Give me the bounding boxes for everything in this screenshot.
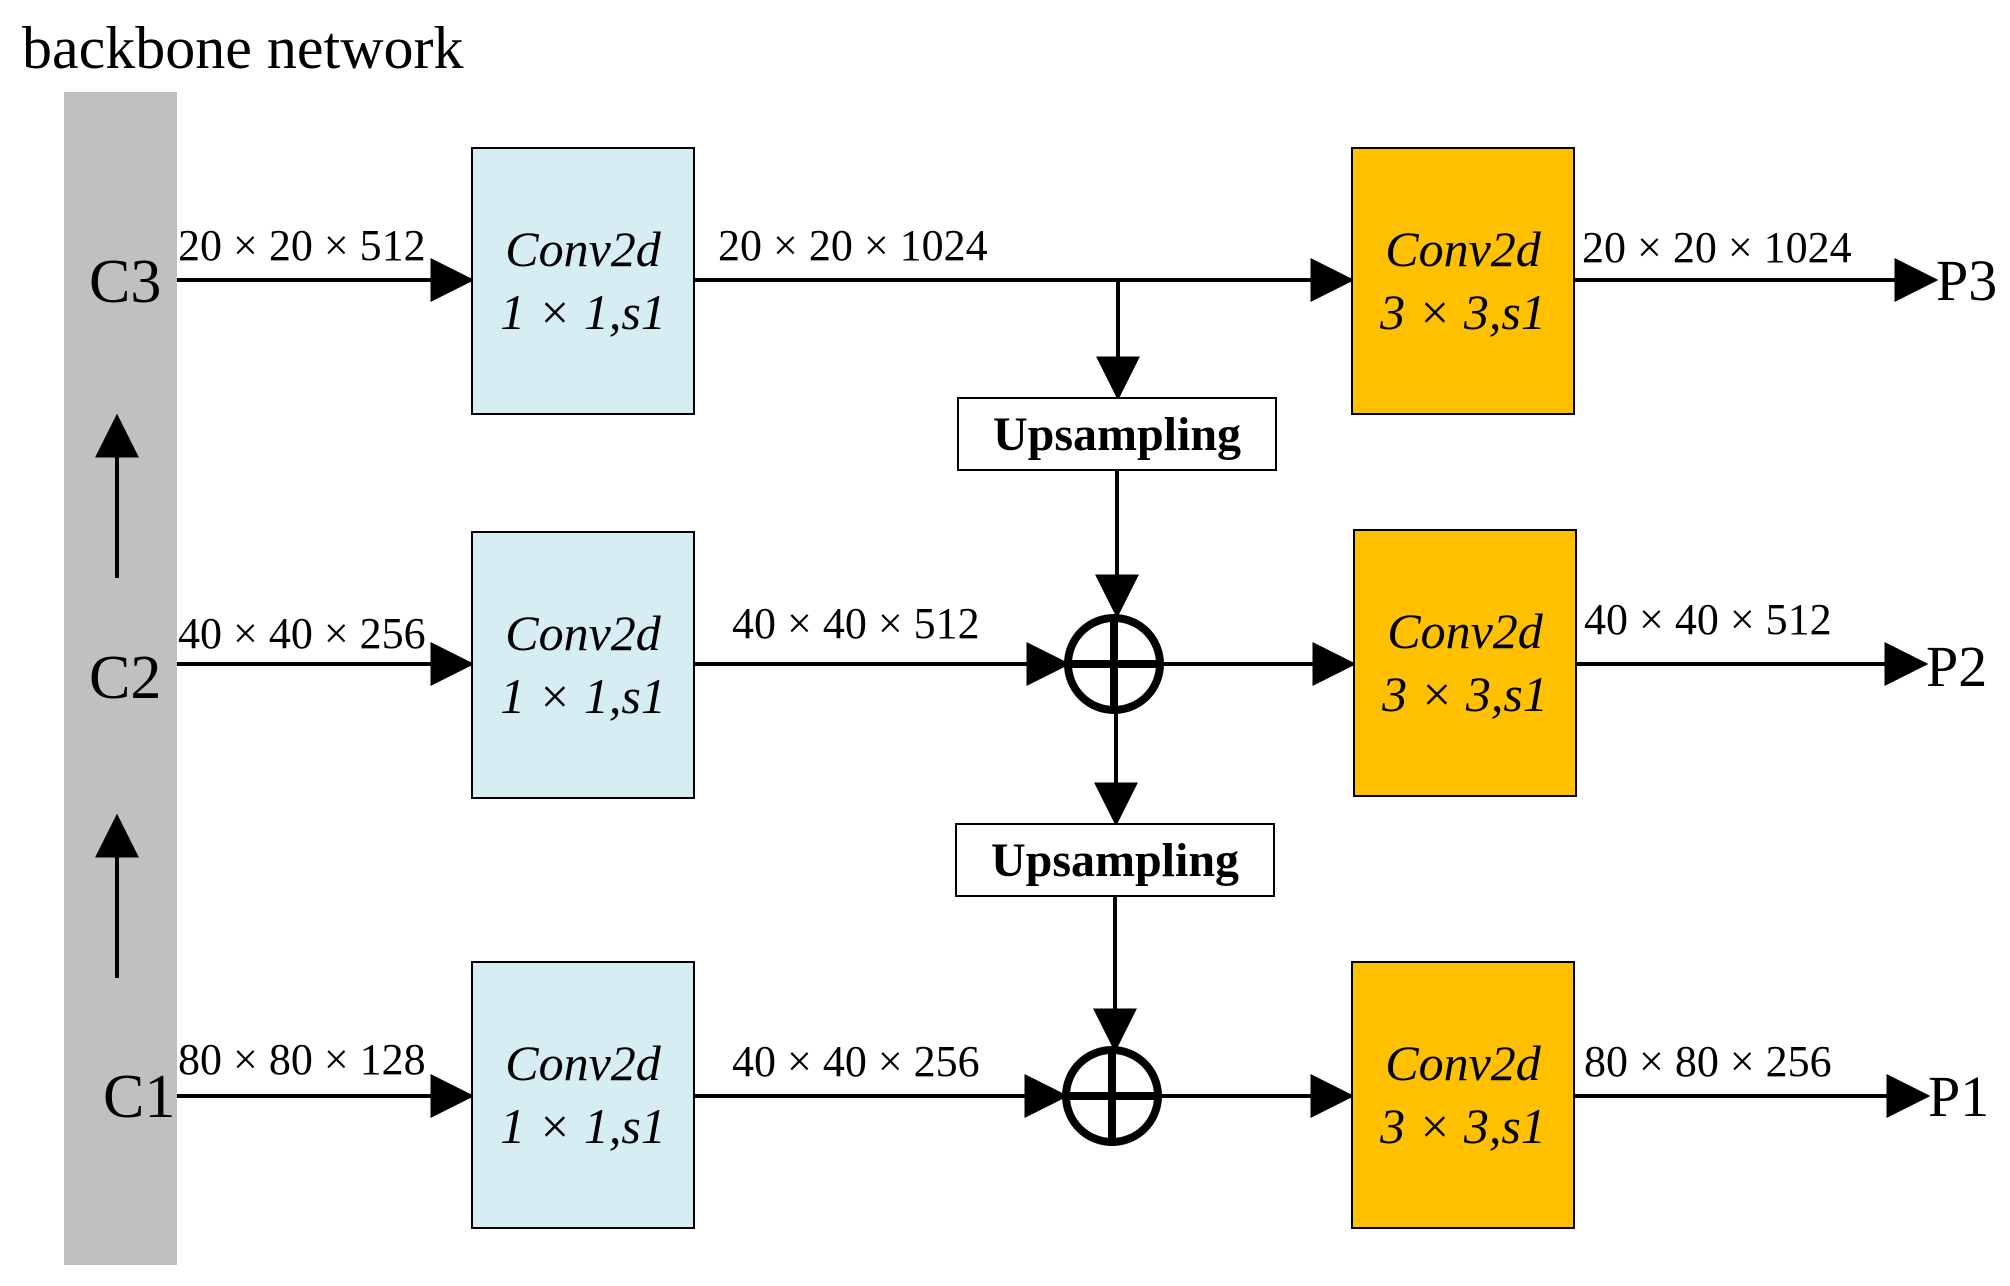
c2-input-dim: 40 × 40 × 256 — [178, 609, 426, 658]
add-node-c1 — [1062, 1046, 1162, 1146]
upsampling-box-top — [957, 397, 1277, 471]
c2-conv1x1-line1: Conv2d — [505, 605, 662, 661]
c2-conv3x3-box — [1353, 529, 1577, 797]
c1-conv3x3-box — [1351, 961, 1575, 1229]
c3-conv1x1-line2: 1 × 1,s1 — [500, 284, 666, 340]
output-label-p3: P3 — [1936, 248, 1997, 313]
c2-conv3x3-line1: Conv2d — [1387, 603, 1544, 659]
c3-conv1x1-line1: Conv2d — [505, 221, 662, 277]
c1-mid-dim: 40 × 40 × 256 — [732, 1037, 980, 1086]
add-node-c2 — [1064, 614, 1164, 714]
c1-conv1x1-line2: 1 × 1,s1 — [500, 1098, 666, 1154]
c3-output-dim: 20 × 20 × 1024 — [1582, 223, 1852, 272]
c1-output-dim: 80 × 80 × 256 — [1584, 1037, 1832, 1086]
c3-mid-dim: 20 × 20 × 1024 — [718, 221, 988, 270]
output-label-p2: P2 — [1926, 634, 1987, 699]
upsampling-label-top: Upsampling — [993, 408, 1241, 461]
diagram-title: backbone network — [22, 15, 464, 81]
c2-mid-dim: 40 × 40 × 512 — [732, 599, 980, 648]
level-label-c3: C3 — [89, 248, 161, 316]
c3-conv1x1-box — [471, 147, 695, 415]
c2-output-dim: 40 × 40 × 512 — [1584, 595, 1832, 644]
c1-conv1x1-line1: Conv2d — [505, 1035, 662, 1091]
c1-conv3x3-line1: Conv2d — [1385, 1035, 1542, 1091]
c3-conv3x3-line1: Conv2d — [1385, 221, 1542, 277]
level-label-c1: C1 — [103, 1063, 175, 1131]
backbone-bar — [64, 92, 177, 1265]
output-label-p1: P1 — [1928, 1064, 1989, 1129]
c2-conv1x1-line2: 1 × 1,s1 — [500, 668, 666, 724]
upsampling-label-bottom: Upsampling — [991, 834, 1239, 887]
upsampling-box-bottom — [955, 823, 1275, 897]
c3-conv3x3-line2: 3 × 3,s1 — [1379, 284, 1546, 340]
c1-input-dim: 80 × 80 × 128 — [178, 1035, 426, 1084]
c2-conv3x3-line2: 3 × 3,s1 — [1381, 666, 1548, 722]
c1-conv3x3-line2: 3 × 3,s1 — [1379, 1098, 1546, 1154]
c3-input-dim: 20 × 20 × 512 — [178, 221, 426, 270]
c2-conv1x1-box — [471, 531, 695, 799]
level-label-c2: C2 — [89, 644, 161, 712]
c3-conv3x3-box — [1351, 147, 1575, 415]
c1-conv1x1-box — [471, 961, 695, 1229]
